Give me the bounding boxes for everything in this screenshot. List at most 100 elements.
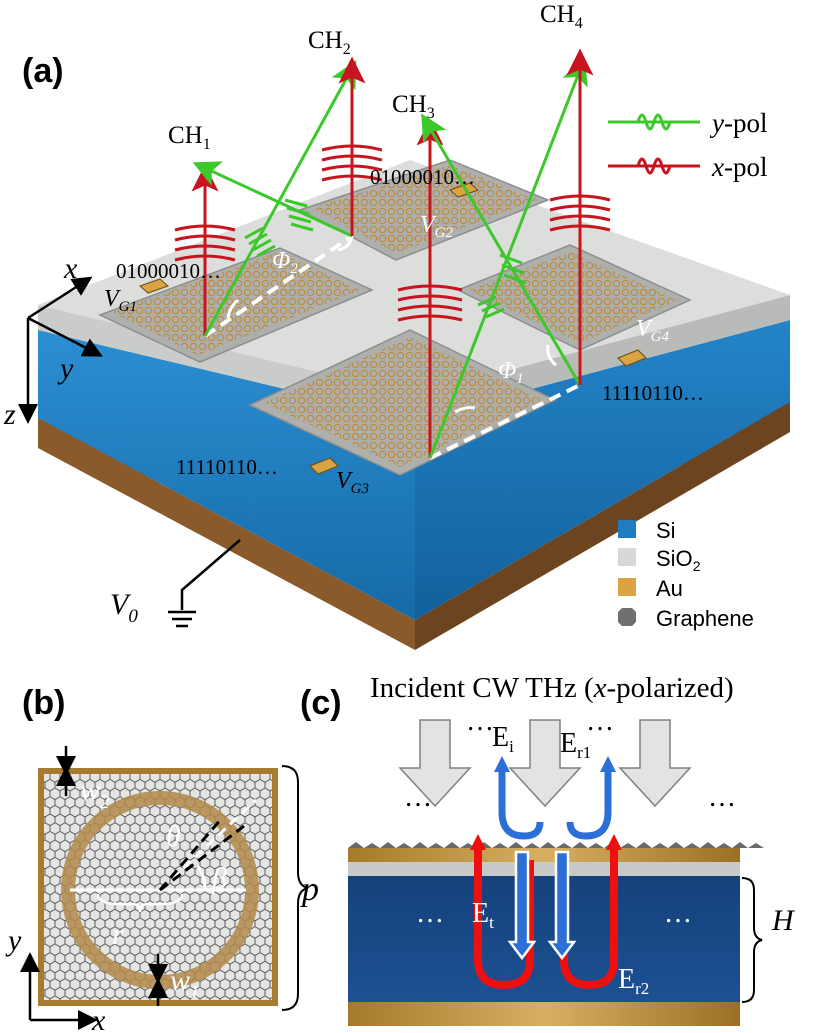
legend-sio2-swatch xyxy=(618,548,636,566)
h-brace xyxy=(741,877,763,1003)
device-block xyxy=(38,160,790,650)
arc-ch3 xyxy=(454,406,476,414)
ellipsis-si-right: … xyxy=(664,898,692,929)
et-label: Et xyxy=(472,898,494,932)
er2-label: Er2 xyxy=(618,964,649,998)
panel-a: (a) xyxy=(3,1,790,650)
phi1-label: Φ1 xyxy=(498,358,524,387)
gate-pad-4 xyxy=(617,349,647,367)
layer-stack xyxy=(348,842,764,1026)
incident-arrow-2 xyxy=(508,719,582,808)
w1-label: w1 xyxy=(170,964,200,1003)
ellipsis-top-left: … xyxy=(466,706,494,737)
legend-xpol-label: x-pol xyxy=(711,152,767,182)
axis-y-label: y xyxy=(57,352,74,385)
legend-si-swatch xyxy=(618,520,636,538)
legend-sio2-label: SiO2 xyxy=(656,546,701,574)
ellipsis-left: … xyxy=(404,782,432,813)
axes-triad: x y z xyxy=(3,252,103,431)
metasurface-pads xyxy=(98,159,692,476)
incident-arrows xyxy=(398,719,692,808)
legend-xpol-wave xyxy=(636,157,672,175)
phi2-label: Φ2 xyxy=(272,248,298,277)
azimuth-line-2 xyxy=(429,383,581,460)
incident-arrow-1 xyxy=(398,719,472,808)
legend-graphene-label: Graphene xyxy=(656,606,754,631)
coil-green-b xyxy=(284,198,314,232)
c-graphene-surface xyxy=(348,842,764,848)
reflection-er2 xyxy=(474,846,618,990)
gate-pad-1 xyxy=(139,278,169,294)
beta-ray xyxy=(158,798,258,892)
panel-b-label: (b) xyxy=(22,684,65,722)
pad-3-rings xyxy=(264,337,542,467)
j-hook-left xyxy=(498,770,544,840)
code-label-1: 01000010… xyxy=(116,259,221,283)
c-si xyxy=(348,876,740,1002)
w2-label: w2 xyxy=(80,774,110,813)
channel-label-3: CH3 xyxy=(392,91,435,122)
code-label-2: 01000010… xyxy=(370,165,475,189)
b-axis-x-label: x xyxy=(91,1004,106,1033)
material-legend: Si SiO2 Au Graphene xyxy=(618,518,754,631)
coil-green-d xyxy=(499,253,527,285)
h-label: H xyxy=(771,904,796,937)
er1-arrowhead-right xyxy=(600,756,616,772)
legend-au-swatch xyxy=(618,578,636,596)
axis-y-arrow xyxy=(27,316,103,357)
pad-2-rings xyxy=(312,165,536,253)
gate-contacts xyxy=(139,182,647,475)
c-sio2 xyxy=(348,862,740,876)
b-axis-y-label: y xyxy=(5,924,22,957)
arc-ch1 xyxy=(226,298,240,319)
ellipsis-right: … xyxy=(708,782,736,813)
channel-label-4: CH4 xyxy=(540,1,583,32)
beam-green-ch2 xyxy=(203,60,357,337)
legend-graphene-swatch xyxy=(618,608,636,626)
code-label-3: 11110110… xyxy=(176,455,278,479)
legend-ypol-wave xyxy=(636,113,672,131)
axis-z-label: z xyxy=(3,398,16,431)
theta-label: θ xyxy=(166,820,181,853)
er1-label: Er1 xyxy=(560,728,591,762)
ground-symbol: V0 xyxy=(110,539,241,628)
er1-arrowhead-left xyxy=(494,756,510,772)
channel-label-1: CH1 xyxy=(168,122,211,153)
ei-label: Ei xyxy=(492,722,514,756)
beta-arc xyxy=(196,865,207,891)
azimuth-line-1 xyxy=(203,234,354,338)
au-bottom-side-edge xyxy=(415,402,790,650)
panel-c-label: (c) xyxy=(300,684,342,722)
ellipsis-top-right: … xyxy=(586,706,614,737)
reflection-er1 xyxy=(498,770,612,840)
legend-ypol-label: y-pol xyxy=(709,108,767,138)
panel-a-label: (a) xyxy=(22,52,64,90)
et-arrow-1 xyxy=(507,850,537,961)
axis-x-label: x xyxy=(63,252,78,285)
pol-coils xyxy=(174,144,611,322)
panel-c-title: Incident CW THz (x-polarized) xyxy=(370,672,734,704)
ground-wire xyxy=(180,539,241,610)
beta-label: β xyxy=(211,862,227,895)
incident-arrow-3 xyxy=(618,719,692,808)
et-arrow-2 xyxy=(547,850,577,961)
er2-arrowhead-left xyxy=(470,834,486,850)
channel-label-2: CH2 xyxy=(308,27,351,58)
u-path-right xyxy=(560,846,618,990)
ground-label: V0 xyxy=(110,588,138,627)
panel-c: (c) Incident CW THz (x-polarized) xyxy=(300,672,796,1026)
coil-green-a xyxy=(244,226,276,258)
gate-label-4: VG4 xyxy=(636,316,670,345)
beam-green-ch1 xyxy=(192,161,353,238)
azimuth-lines xyxy=(203,234,581,460)
coil-red-ch2 xyxy=(321,144,383,182)
c-au-bottom xyxy=(348,1002,740,1026)
r-label: r xyxy=(112,918,124,951)
ellipsis-si-left: … xyxy=(416,898,444,929)
j-hook-right xyxy=(566,770,612,840)
pol-legend: y-pol x-pol xyxy=(608,108,767,182)
theta-ray-2 xyxy=(159,824,245,892)
axis-x-arrow xyxy=(27,276,93,320)
u-path-left xyxy=(474,846,534,990)
